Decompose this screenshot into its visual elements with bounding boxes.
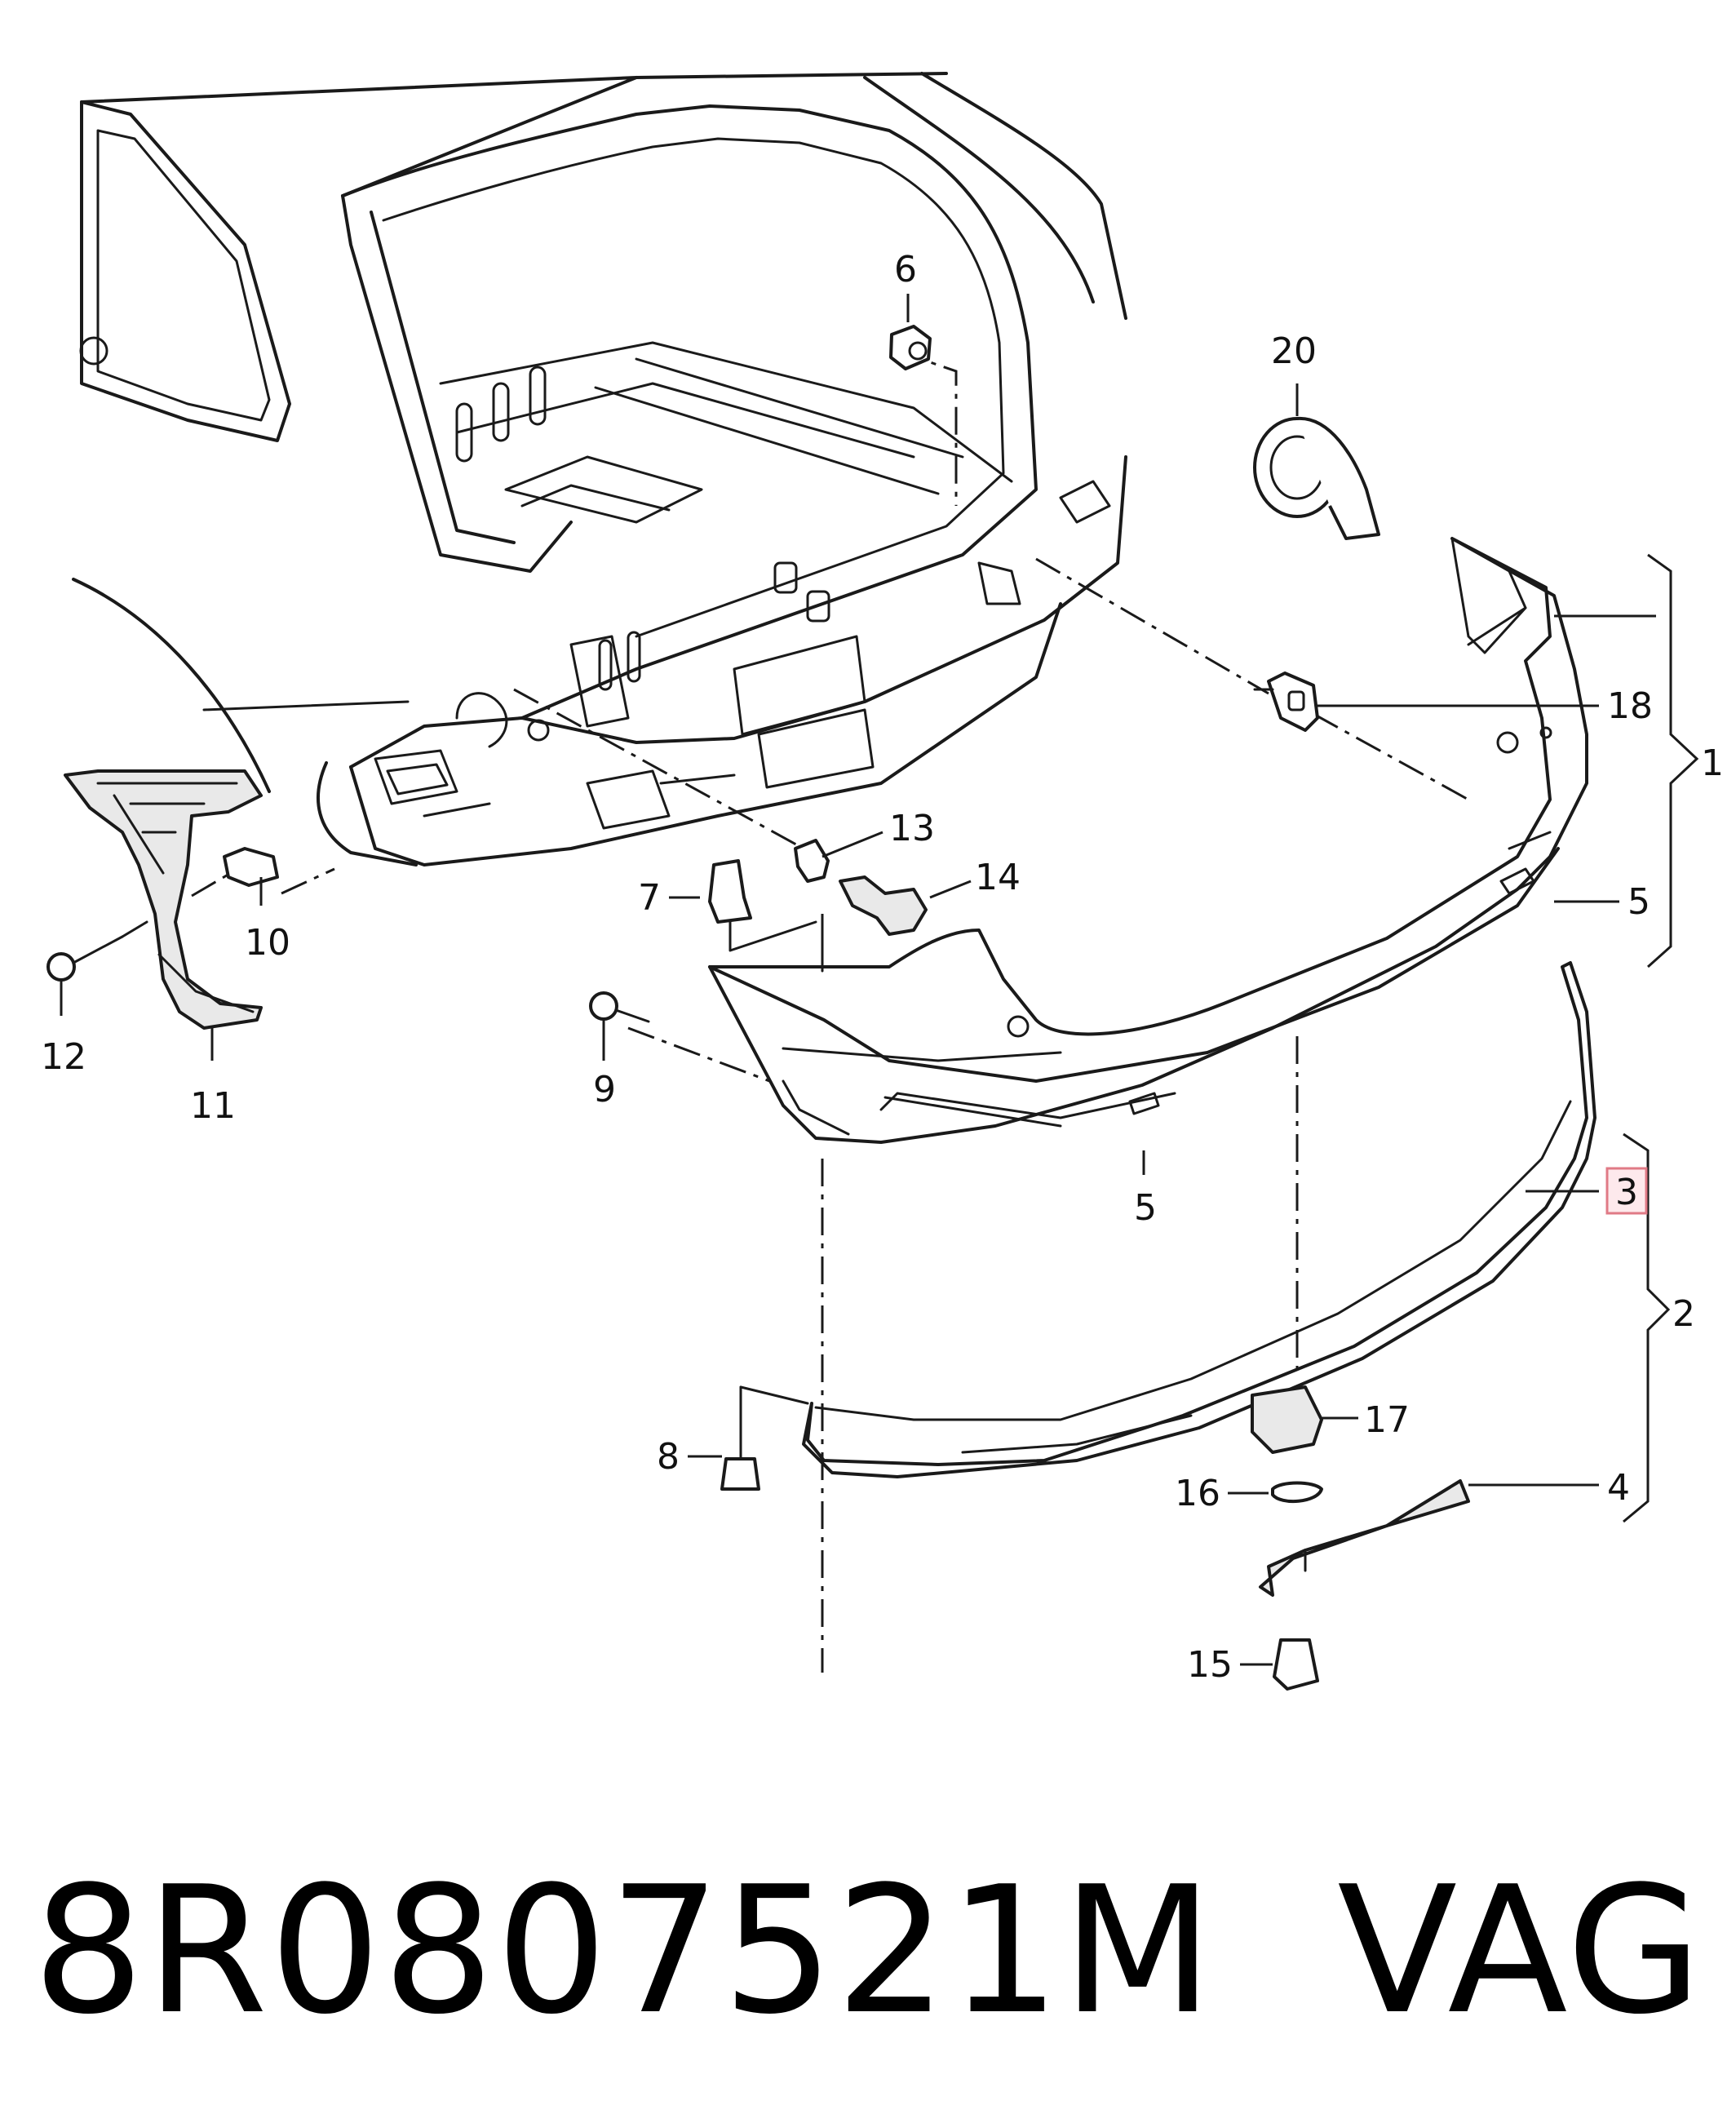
callout-10: 10 <box>245 922 290 964</box>
tape-part-20 <box>1253 416 1380 540</box>
callout-15: 15 <box>1187 1644 1233 1686</box>
callout-3-highlight <box>1605 1167 1648 1215</box>
callout-18: 18 <box>1607 685 1653 727</box>
callout-14: 14 <box>975 857 1021 898</box>
bracket-part-11 <box>64 769 263 1030</box>
bumper-spoiler <box>802 961 1596 1478</box>
callouts: 6 20 1 18 5 13 14 7 10 12 11 9 5 3 2 8 1… <box>41 249 1724 1686</box>
parts-diagram: 6 20 1 18 5 13 14 7 10 12 11 9 5 3 2 8 1… <box>41 72 1724 1691</box>
callout-13: 13 <box>889 808 935 849</box>
assembly-lines <box>191 349 1469 1673</box>
part-number-caption: 8R0807521M VAG <box>33 1848 1703 2053</box>
callout-11: 11 <box>190 1085 236 1127</box>
callout-12: 12 <box>41 1036 86 1078</box>
callout-7: 7 <box>638 877 661 919</box>
callout-3: 3 <box>1615 1172 1638 1213</box>
bumper-cover <box>708 537 1588 1144</box>
brand-name: VAG <box>1337 1848 1704 2053</box>
callout-5-lower: 5 <box>1134 1187 1157 1229</box>
callout-9: 9 <box>593 1069 616 1110</box>
vehicle-body <box>72 72 1127 866</box>
callout-8: 8 <box>657 1436 680 1478</box>
fasteners <box>46 325 1470 1691</box>
callout-4: 4 <box>1607 1467 1630 1509</box>
callout-6: 6 <box>894 249 917 290</box>
callout-2: 2 <box>1672 1293 1695 1335</box>
leader-lines <box>60 294 1699 1666</box>
callout-5-upper: 5 <box>1628 881 1650 923</box>
part-number: 8R0807521M <box>33 1848 1216 2053</box>
callout-20: 20 <box>1271 330 1317 372</box>
callout-16: 16 <box>1175 1473 1220 1514</box>
callout-1: 1 <box>1701 742 1724 784</box>
callout-17: 17 <box>1364 1399 1410 1441</box>
